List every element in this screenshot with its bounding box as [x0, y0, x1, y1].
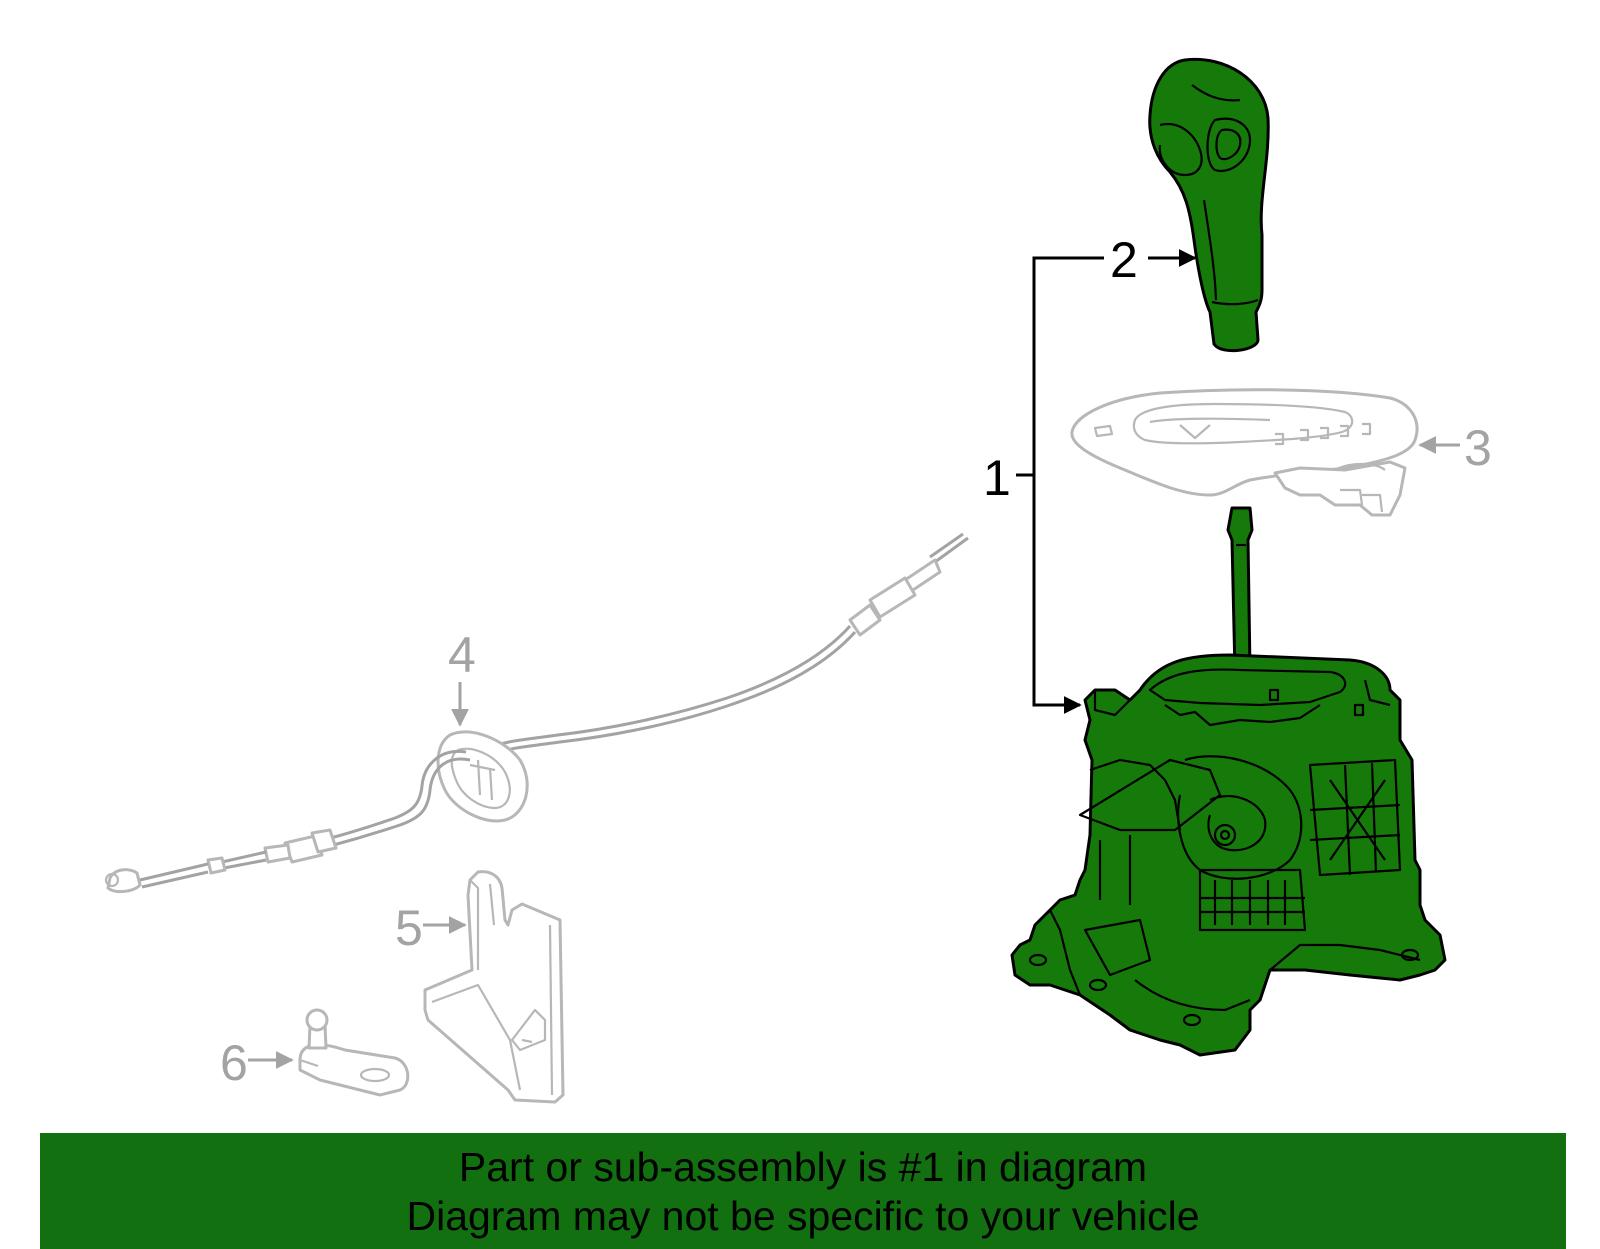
- footer-line-2: Diagram may not be specific to your vehi…: [406, 1193, 1200, 1239]
- footer-banner: Part or sub-assembly is #1 in diagram Di…: [40, 1133, 1566, 1249]
- shifter-base-assembly[interactable]: [1010, 506, 1447, 1057]
- callout-1-bracket: [1016, 256, 1104, 714]
- cable-bracket[interactable]: [423, 870, 565, 1104]
- parts-diagram: 1 2 3 4 5 6: [104, 57, 1492, 1104]
- shift-indicator-bezel[interactable]: [1070, 388, 1419, 517]
- callout-label-4: 4: [448, 627, 476, 683]
- shift-knob[interactable]: [1148, 57, 1270, 353]
- shift-cable[interactable]: [104, 532, 969, 894]
- callout-label-3: 3: [1464, 420, 1492, 476]
- callout-label-6: 6: [220, 1035, 248, 1091]
- footer-line-1: Part or sub-assembly is #1 in diagram: [458, 1144, 1148, 1190]
- callout-label-5: 5: [395, 900, 423, 956]
- callout-label-2: 2: [1110, 232, 1138, 288]
- callout-label-1: 1: [983, 450, 1011, 506]
- ball-stud-lever[interactable]: [298, 1008, 410, 1097]
